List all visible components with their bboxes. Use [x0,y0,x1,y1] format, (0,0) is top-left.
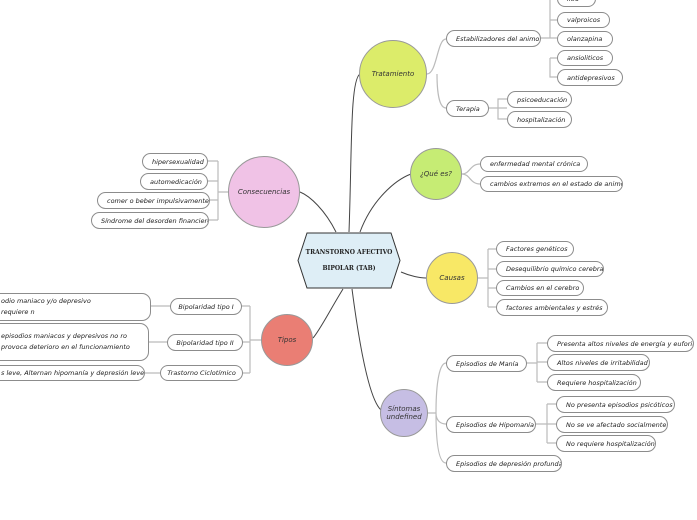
node-terapia[interactable]: Terapia [446,100,489,117]
node-tipo-1-desc[interactable]: odio maniaco y/o depresivo requiere n [0,293,151,321]
node-factores-geneticos[interactable]: Factores genéticos [496,241,574,257]
node-bipolaridad-tipo-2[interactable]: Bipolaridad tipo II [167,334,243,351]
node-episodios-mania[interactable]: Episodios de Manía [446,355,527,372]
node-ciclotimico-desc[interactable]: s leve, Alternan hipomanía y depresión l… [0,365,145,381]
node-consecuencias[interactable]: Consecuencias [228,156,300,228]
node-mania-item[interactable]: Presenta altos niveles de energía y eufo… [547,335,694,352]
node-hipersexualidad[interactable]: hipersexualidad [142,153,208,170]
node-psicoeducacion[interactable]: psicoeducación [507,91,572,108]
node-causas[interactable]: Causas [426,252,478,304]
node-que-es[interactable]: ¿Qué es? [410,148,462,200]
node-tipo-2-desc[interactable]: episodios maniacos y depresivos no ro pr… [0,323,149,361]
node-hospitalizacion[interactable]: hospitalización [507,111,572,128]
hexagon-shape [297,232,401,289]
central-title-line1: TRANSTORNO AFECTIVO [305,249,393,256]
node-sindrome-financiero[interactable]: Síndrome del desorden financiero [91,212,209,229]
central-topic[interactable]: TRANSTORNO AFECTIVO BIPOLAR (TAB) [297,232,401,289]
node-hipomania-item[interactable]: No presenta episodios psicóticos [556,396,675,413]
node-cambios-cerebro[interactable]: Cambios en el cerebro [496,280,584,296]
central-title-line2: BIPOLAR (TAB) [322,265,376,272]
node-estabilizadores[interactable]: Estabilizadores del animo [446,30,541,47]
node-comer-beber[interactable]: comer o beber impulsivamente [97,192,210,209]
node-automedicacion[interactable]: automedicación [140,173,208,190]
node-litio[interactable]: litio [557,0,596,7]
node-valproicos[interactable]: valproicos [557,12,610,28]
node-enfermedad-mental[interactable]: enfermedad mental crónica [480,156,588,172]
node-tratamiento[interactable]: Tratamiento [359,40,427,108]
node-factores-ambientales[interactable]: factores ambientales y estrés [496,299,608,316]
node-olanzapina[interactable]: olanzapina [557,31,613,47]
node-desequilibrio[interactable]: Desequilibrio químico cerebral [496,261,604,277]
node-mania-item[interactable]: Altos niveles de irritabilidad [547,354,650,371]
node-cambios-extremos[interactable]: cambios extremos en el estado de animo [480,176,623,192]
node-episodios-hipomania[interactable]: Episodios de Hipomanía [446,416,536,433]
node-bipolaridad-tipo-1[interactable]: Bipolaridad tipo I [170,298,242,315]
node-episodios-depresion[interactable]: Episodios de depresión profunda [446,455,562,472]
node-hipomania-item[interactable]: No se ve afectado socialmente [556,416,668,433]
node-mania-item[interactable]: Requiere hospitalización [547,374,641,391]
node-tipos[interactable]: Tipos [261,314,313,366]
node-sintomas[interactable]: Síntomas undefined [380,389,428,437]
node-hipomania-item[interactable]: No requiere hospitalización [556,435,656,452]
node-antidepresivos[interactable]: antidepresivos [557,69,623,86]
node-ansioliticos[interactable]: ansioliticos [557,50,613,66]
node-trastorno-ciclotimico[interactable]: Trastorno Ciclotímico [160,365,243,381]
